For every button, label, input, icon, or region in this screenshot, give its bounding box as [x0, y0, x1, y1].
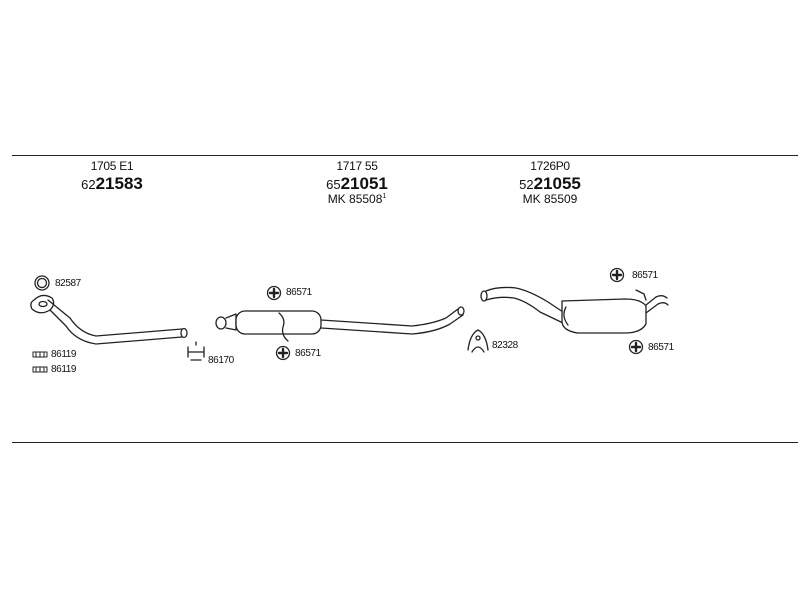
rubber-mount-icon-mid-top: [266, 285, 282, 301]
front-pipe-ref: 1705 E1: [90, 159, 134, 173]
top-divider: [12, 155, 798, 156]
rear-silencer-part-number: 5221055: [519, 174, 581, 193]
rubber-mount-icon-mid-bottom: [275, 345, 291, 361]
bracket-icon: [187, 341, 205, 361]
rear-silencer-header: 1726P0 5221055 MK 85509: [505, 160, 595, 205]
rubber-mount-icon-rear-top: [609, 267, 625, 283]
mount-label-rear-top: 86571: [632, 270, 658, 281]
middle-silencer-header: 1717 55 6521051 MK 855081: [312, 160, 402, 205]
middle-silencer-ref: 1717 55: [336, 159, 378, 173]
ring-gasket-icon: [34, 275, 50, 291]
clamp-label-2: 86119: [51, 364, 77, 375]
front-pipe-header: 1705 E1 6221583: [72, 160, 152, 192]
bracket-label: 86170: [208, 355, 234, 366]
rear-silencer-icon: [480, 286, 669, 334]
clamp-icon-1: [32, 351, 48, 358]
ring-gasket-label: 82587: [55, 278, 81, 289]
clamp-icon-2: [32, 366, 48, 373]
bottom-divider: [12, 442, 798, 443]
mount-label-mid-bottom: 86571: [295, 348, 321, 359]
rear-silencer-mk: MK 85509: [522, 192, 578, 206]
hanger-label: 82328: [492, 340, 518, 351]
rear-silencer-ref: 1726P0: [530, 159, 570, 173]
mount-label-rear-bottom: 86571: [648, 342, 674, 353]
front-pipe-part-number: 6221583: [81, 174, 143, 193]
hanger-icon: [467, 329, 489, 353]
middle-silencer-icon: [215, 306, 465, 342]
middle-silencer-mk: MK 855081: [327, 192, 387, 206]
clamp-label-1: 86119: [51, 349, 77, 360]
rubber-mount-icon-rear-bottom: [628, 339, 644, 355]
front-pipe-icon: [30, 294, 188, 345]
mount-label-mid-top: 86571: [286, 287, 312, 298]
middle-silencer-part-number: 6521051: [326, 174, 388, 193]
